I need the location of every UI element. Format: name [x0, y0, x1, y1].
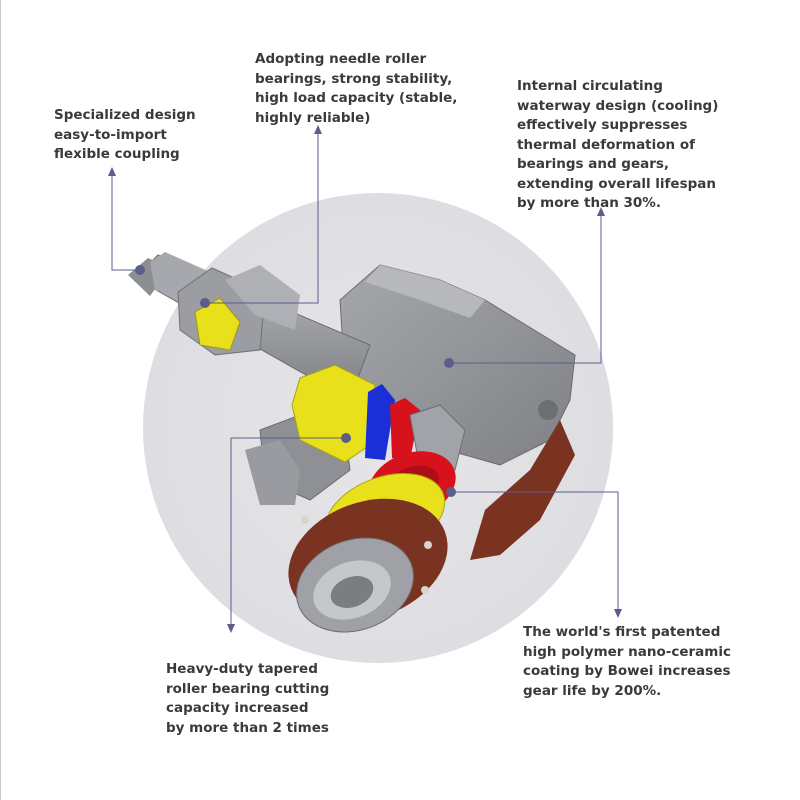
leader-lines	[111, 133, 619, 625]
callout-flexible-coupling: Specialized design easy-to-import flexib…	[54, 107, 196, 162]
leader-dots	[135, 265, 456, 497]
leader-needle	[205, 133, 319, 304]
side-copper-plate	[470, 420, 575, 560]
red-gear-upper	[390, 398, 420, 460]
collet-bore	[330, 576, 374, 608]
flange-hole	[421, 586, 429, 594]
leader-coating	[451, 491, 619, 610]
housing-port	[538, 400, 558, 420]
leader-waterway	[449, 215, 602, 364]
callout-tapered-roller-bearing: Heavy-duty tapered roller bearing cuttin…	[166, 661, 330, 736]
leader-arrows	[108, 125, 622, 633]
flange-hole	[301, 516, 309, 524]
callout-nano-ceramic-coating: The world's first patented high polymer …	[523, 624, 731, 699]
needle-roller-bearing	[194, 297, 241, 351]
leader-tapered	[230, 437, 346, 625]
left-border-line	[0, 0, 1, 800]
blue-seal-ring	[365, 384, 395, 460]
callout-needle-roller-bearings: Adopting needle roller bearings, strong …	[255, 51, 458, 126]
housing-top-face	[365, 265, 485, 318]
housing-mount-block	[245, 440, 300, 505]
leader-coupling	[111, 175, 140, 271]
callout-cooling-waterway: Internal circulating waterway design (co…	[517, 78, 719, 211]
flange-hole	[424, 541, 432, 549]
